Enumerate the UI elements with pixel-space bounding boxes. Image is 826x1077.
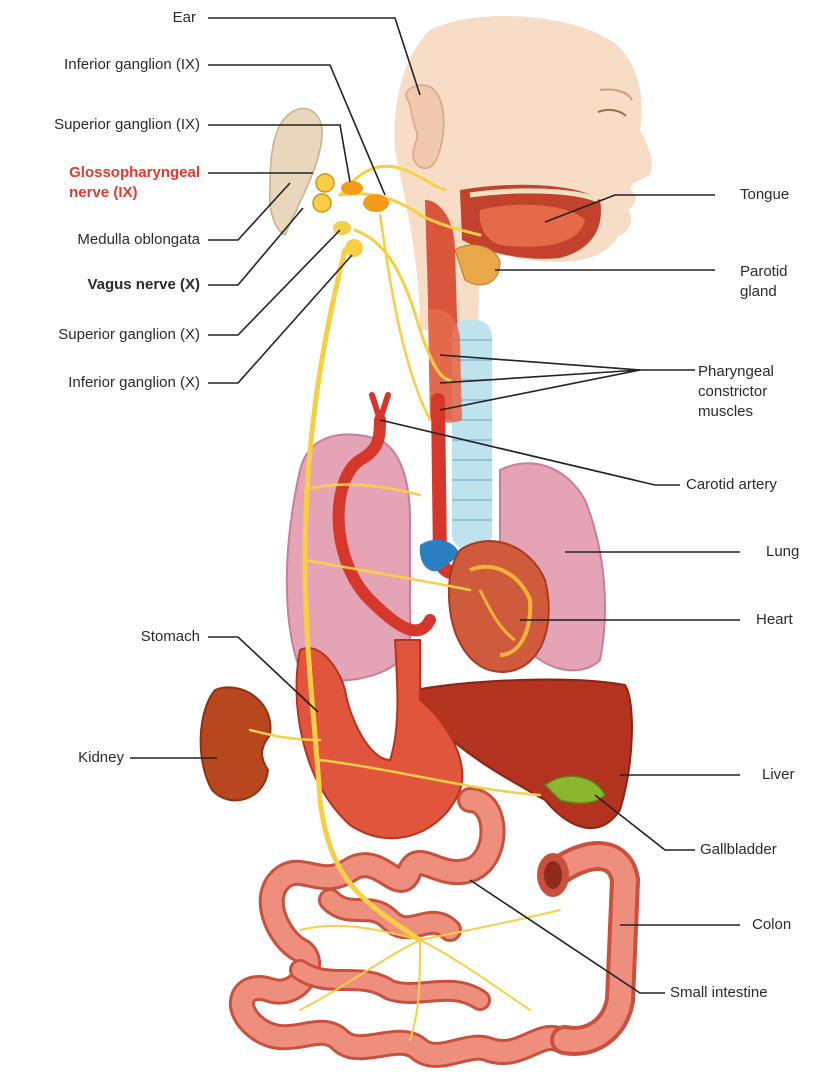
label-pharyngeal-line2: constrictor	[698, 382, 774, 402]
label-glossopharyngeal-line2: nerve (IX)	[69, 183, 200, 203]
colon-shape	[537, 853, 625, 1041]
label-carotid-artery: Carotid artery	[686, 475, 777, 495]
label-superior-ganglion-ix: Superior ganglion (IX)	[54, 115, 200, 135]
label-vagus-nerve: Vagus nerve (X)	[87, 275, 200, 295]
label-glossopharyngeal-line1: Glossopharyngeal	[69, 163, 200, 183]
label-lung: Lung	[766, 542, 799, 562]
label-tongue: Tongue	[740, 185, 789, 205]
heart-shape	[449, 541, 549, 672]
kidney-shape	[201, 687, 271, 800]
label-parotid-line1: Parotid	[740, 262, 788, 282]
label-gallbladder: Gallbladder	[700, 840, 777, 860]
label-inferior-ganglion-x: Inferior ganglion (X)	[68, 373, 200, 393]
label-stomach: Stomach	[141, 627, 200, 647]
label-kidney: Kidney	[78, 748, 124, 768]
label-pharyngeal-constrictor: Pharyngeal constrictor muscles	[698, 362, 774, 422]
label-colon: Colon	[752, 915, 791, 935]
label-liver: Liver	[762, 765, 795, 785]
label-parotid-gland: Parotid gland	[740, 262, 788, 302]
label-superior-ganglion-x: Superior ganglion (X)	[58, 325, 200, 345]
label-ear: Ear	[173, 8, 196, 28]
label-heart: Heart	[756, 610, 793, 630]
label-small-intestine: Small intestine	[670, 983, 768, 1003]
label-glossopharyngeal-nerve: Glossopharyngeal nerve (IX)	[69, 163, 200, 203]
label-medulla-oblongata: Medulla oblongata	[77, 230, 200, 250]
label-parotid-line2: gland	[740, 282, 788, 302]
label-pharyngeal-line3: muscles	[698, 402, 774, 422]
label-inferior-ganglion-ix: Inferior ganglion (IX)	[64, 55, 200, 75]
label-pharyngeal-line1: Pharyngeal	[698, 362, 774, 382]
